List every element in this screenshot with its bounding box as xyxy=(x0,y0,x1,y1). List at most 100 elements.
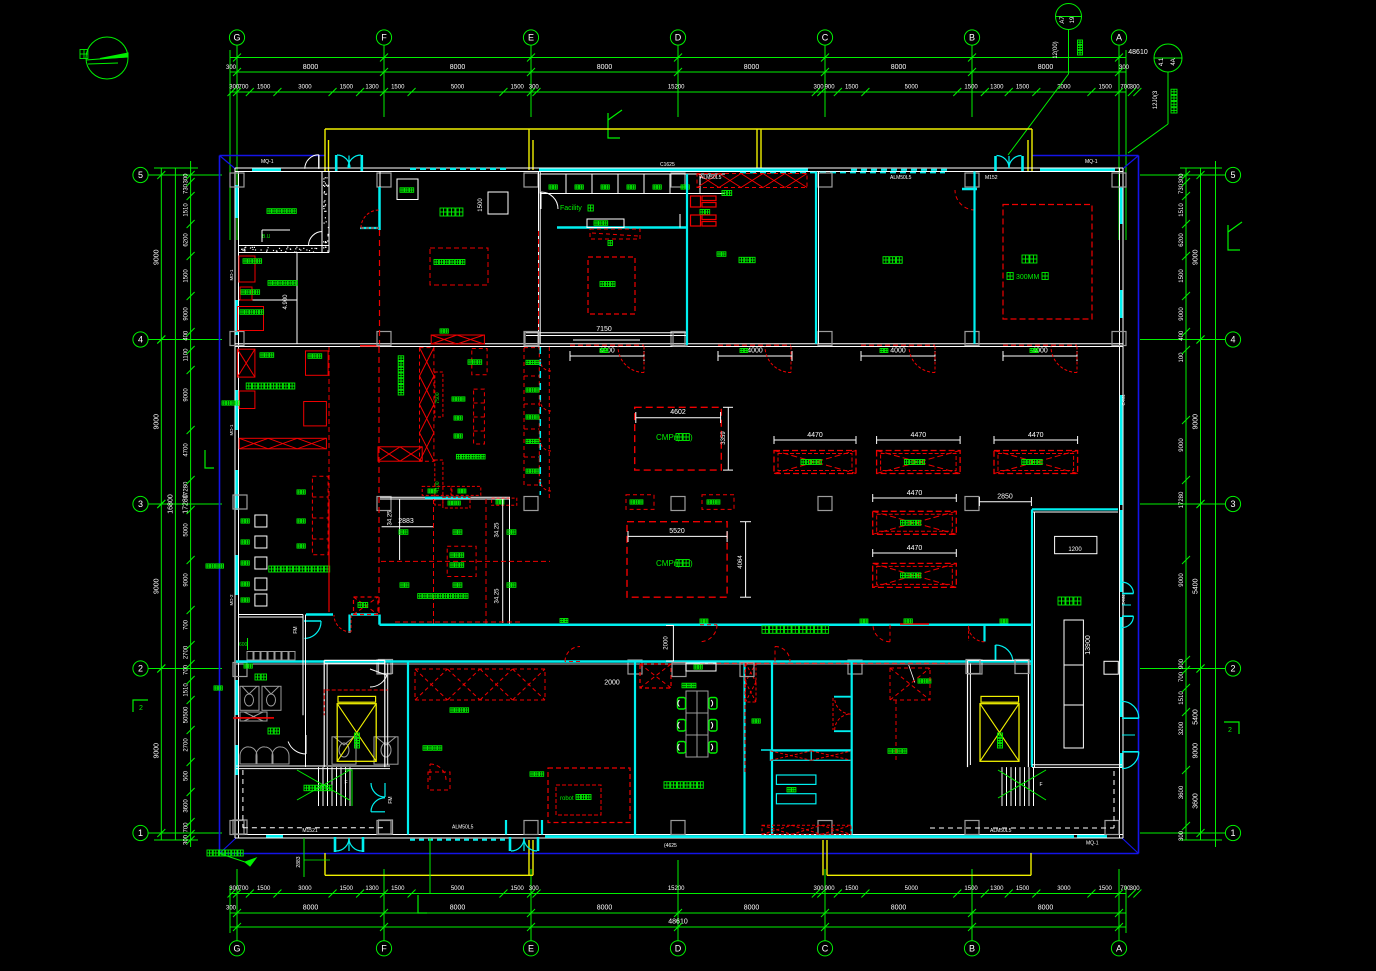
svg-text:7500: 7500 xyxy=(435,392,441,403)
svg-text:1510: 1510 xyxy=(1179,691,1185,705)
svg-text:Facility: Facility xyxy=(560,205,582,212)
svg-text:1510: 1510 xyxy=(1179,203,1185,217)
svg-text:2: 2 xyxy=(138,664,143,674)
svg-text:300MM: 300MM xyxy=(1016,274,1040,281)
svg-text:700: 700 xyxy=(238,85,249,91)
svg-text:1510: 1510 xyxy=(184,683,190,697)
svg-text:300: 300 xyxy=(814,85,825,91)
svg-text:1500: 1500 xyxy=(340,85,354,91)
svg-text:900: 900 xyxy=(825,85,836,91)
svg-text:2000: 2000 xyxy=(604,680,620,687)
svg-text:A: A xyxy=(1116,943,1122,953)
svg-text:4064: 4064 xyxy=(738,555,744,569)
svg-text:5400: 5400 xyxy=(1193,709,1200,725)
svg-text:9000: 9000 xyxy=(1179,573,1185,587)
svg-text:300: 300 xyxy=(184,834,190,845)
svg-text:4470: 4470 xyxy=(907,490,923,497)
svg-text:50500: 50500 xyxy=(184,706,190,723)
svg-text:3: 3 xyxy=(138,499,143,509)
svg-text:17280: 17280 xyxy=(184,481,190,498)
svg-text:4000: 4000 xyxy=(890,348,906,355)
svg-text:9000: 9000 xyxy=(154,249,161,265)
svg-text:8000: 8000 xyxy=(450,905,466,912)
svg-text:5: 5 xyxy=(1230,170,1235,180)
svg-text:F: F xyxy=(1039,782,1042,788)
svg-text:F: F xyxy=(381,943,387,953)
svg-text:MD-2: MD-2 xyxy=(229,594,234,605)
svg-text:3600: 3600 xyxy=(184,799,190,813)
svg-text:4.1: 4.1 xyxy=(1159,57,1165,66)
svg-text:3200: 3200 xyxy=(1179,721,1185,735)
svg-text:M152: M152 xyxy=(985,175,998,181)
svg-text:1300: 1300 xyxy=(365,886,379,892)
svg-text:300: 300 xyxy=(1130,85,1141,91)
svg-text:1500: 1500 xyxy=(511,886,525,892)
svg-text:C: C xyxy=(822,33,829,43)
svg-text:C1625: C1625 xyxy=(660,162,675,168)
svg-text:8000: 8000 xyxy=(1038,64,1054,71)
svg-text:E: E xyxy=(528,943,534,953)
svg-text:FM: FM xyxy=(293,626,299,633)
svg-text:300: 300 xyxy=(529,85,540,91)
svg-text:9000: 9000 xyxy=(154,743,161,759)
svg-text:5000: 5000 xyxy=(451,85,465,91)
svg-text:MD-1: MD-1 xyxy=(229,269,234,280)
svg-text:1300: 1300 xyxy=(990,886,1004,892)
svg-text:2: 2 xyxy=(1228,727,1232,734)
svg-text:300: 300 xyxy=(226,65,237,71)
svg-text:ALM50L5: ALM50L5 xyxy=(990,828,1012,834)
svg-text:3000: 3000 xyxy=(1057,886,1071,892)
svg-text:5000: 5000 xyxy=(905,85,919,91)
svg-text:1500: 1500 xyxy=(257,886,271,892)
svg-text:300: 300 xyxy=(229,85,240,91)
svg-text:300: 300 xyxy=(1179,173,1185,184)
svg-text:8000: 8000 xyxy=(891,64,907,71)
svg-text:2: 2 xyxy=(1230,664,1235,674)
svg-text:3000: 3000 xyxy=(1057,85,1071,91)
svg-text:34.25: 34.25 xyxy=(495,588,501,604)
svg-text:1500: 1500 xyxy=(1016,85,1030,91)
svg-text:F: F xyxy=(344,780,347,786)
svg-text:1500: 1500 xyxy=(845,886,859,892)
svg-text:300: 300 xyxy=(1119,65,1130,71)
svg-text:300: 300 xyxy=(229,886,240,892)
svg-text:4470: 4470 xyxy=(911,432,927,439)
svg-text:9000: 9000 xyxy=(1193,743,1200,759)
svg-text:9000: 9000 xyxy=(184,573,190,587)
svg-text:700: 700 xyxy=(1120,886,1131,892)
svg-text:5: 5 xyxy=(138,170,143,180)
svg-text:700: 700 xyxy=(1179,671,1185,682)
svg-text:600: 600 xyxy=(239,642,248,648)
svg-text:6200: 6200 xyxy=(184,233,190,247)
svg-text:A7: A7 xyxy=(1060,16,1066,24)
svg-text:7150: 7150 xyxy=(596,326,612,333)
svg-text:8000: 8000 xyxy=(891,905,907,912)
svg-text:700: 700 xyxy=(184,619,190,630)
svg-text:1300: 1300 xyxy=(990,85,1004,91)
svg-text:5000: 5000 xyxy=(184,523,190,537)
svg-text:8000: 8000 xyxy=(597,905,613,912)
svg-text:3000: 3000 xyxy=(298,886,312,892)
svg-text:4470: 4470 xyxy=(907,545,923,552)
svg-text:5000: 5000 xyxy=(905,886,919,892)
svg-text:2000: 2000 xyxy=(664,636,670,650)
svg-text:F: F xyxy=(381,33,387,43)
svg-text:5520: 5520 xyxy=(669,528,685,535)
svg-text:1500: 1500 xyxy=(1016,886,1030,892)
svg-text:9000: 9000 xyxy=(154,414,161,430)
svg-text:300: 300 xyxy=(529,886,540,892)
svg-text:9000: 9000 xyxy=(184,388,190,402)
svg-text:48610: 48610 xyxy=(668,919,688,926)
svg-text:1510: 1510 xyxy=(184,203,190,217)
svg-text:300: 300 xyxy=(1179,830,1185,841)
svg-text:8000: 8000 xyxy=(303,64,319,71)
svg-text:300: 300 xyxy=(1130,886,1141,892)
svg-text:M1521: M1521 xyxy=(302,828,318,834)
svg-text:1300: 1300 xyxy=(365,85,379,91)
svg-text:9000: 9000 xyxy=(1179,438,1185,452)
svg-text:700: 700 xyxy=(184,822,190,833)
svg-text:300: 300 xyxy=(184,173,190,184)
svg-text:C-M4: C-M4 xyxy=(1121,394,1126,405)
svg-text:730: 730 xyxy=(1179,183,1185,194)
svg-text:4A: 4A xyxy=(1171,58,1177,65)
